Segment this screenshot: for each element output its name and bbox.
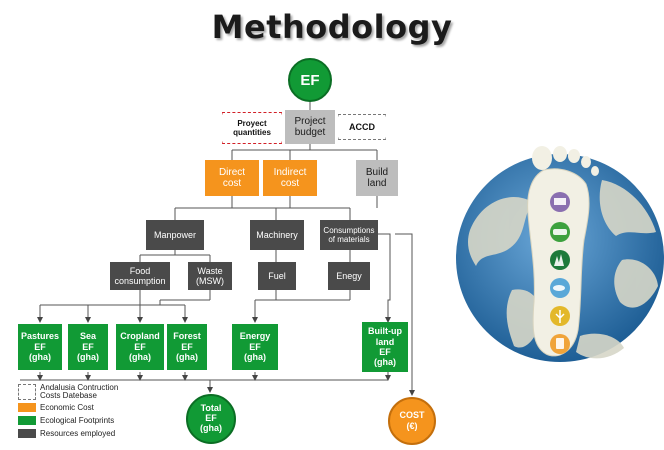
legend-orange-swatch [18,403,36,412]
page-title: Methodology [211,8,453,46]
legend-resources-label: Resources employed [40,429,116,438]
legend-ecological: Ecological Footprints [18,416,178,425]
footprint-category-icons [550,192,570,354]
legend-dashed-swatch [18,384,36,400]
food-consumption-box: Food consumption [110,262,170,290]
build-land-box: Build land [356,160,398,196]
globe-footprint-illustration [456,146,664,362]
project-budget-box: Project budget [285,110,335,144]
cropland-ef-box: Cropland EF (gha) [116,324,164,370]
total-ef-node: Total EF (gha) [186,394,236,444]
builtup-ef-box: Built-up land EF (gha) [362,322,408,372]
accd-tag: ACCD [338,114,386,140]
legend-economic: Economic Cost [18,403,178,412]
forest-ef-box: Forest EF (gha) [167,324,207,370]
legend-green-swatch [18,416,36,425]
globe-continents [468,180,658,359]
ef-top-node: EF [288,58,332,102]
direct-cost-box: Direct cost [205,160,259,196]
legend-andalusia: Andalusia Contruction Costs Datebase [18,384,178,400]
sea-ef-box: Sea EF (gha) [68,324,108,370]
pastures-ef-box: Pastures EF (gha) [18,324,62,370]
project-quantities-tag: Proyect quantities [222,112,282,144]
legend-andalusia-label: Andalusia Contruction Costs Datebase [40,383,119,400]
legend-ecological-label: Ecological Footprints [40,416,115,425]
cost-node: COST (€) [388,397,436,445]
machinery-box: Machinery [250,220,304,250]
legend-dark-swatch [18,429,36,438]
energy-ef-box: Energy EF (gha) [232,324,278,370]
legend: Andalusia Contruction Costs Datebase Eco… [18,384,178,438]
fuel-box: Fuel [258,262,296,290]
waste-box: Waste (MSW) [188,262,232,290]
manpower-box: Manpower [146,220,204,250]
consumptions-box: Consumptions of materials [320,220,378,250]
legend-resources: Resources employed [18,429,178,438]
legend-economic-label: Economic Cost [40,403,94,412]
indirect-cost-box: Indirect cost [263,160,317,196]
enegy-box: Enegy [328,262,370,290]
